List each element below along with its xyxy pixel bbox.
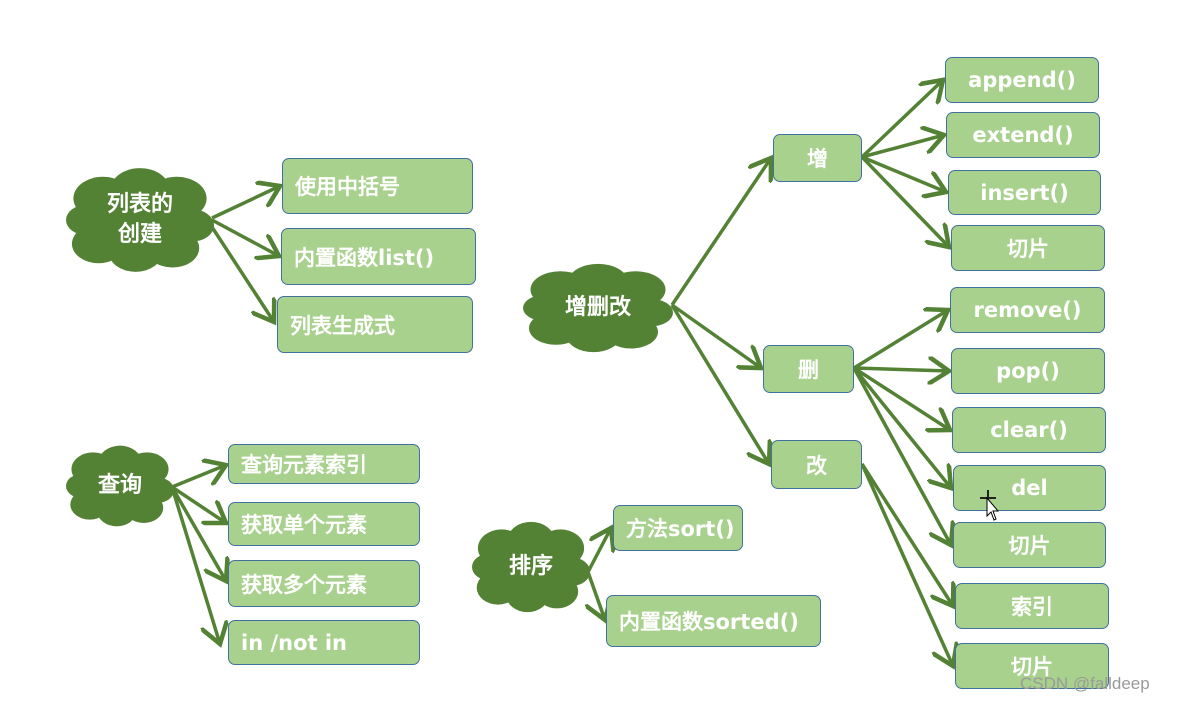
cloud-shape-icon [66,168,214,272]
node-query-2: 获取多个元素 [228,560,420,607]
watermark: CSDN @falldeep [1020,674,1150,693]
node-add-0: append() [945,57,1099,103]
node-change-1: 切片 [955,643,1109,689]
node-del-1: pop() [951,348,1105,394]
cloud-shape-icon [66,445,174,527]
node-creation-1: 内置函数list() [281,228,476,285]
node-sort-1: 内置函数sorted() [606,595,821,647]
cloud-title: 增删改 [564,295,631,320]
node-delete: 删 [763,345,854,393]
cloud-title: 排序 [508,554,553,579]
node-change-0: 索引 [955,583,1109,629]
mouse-cursor-icon [980,490,1000,521]
node-del-3: del [953,465,1106,511]
node-creation-0: 使用中括号 [282,158,473,214]
node-add-1: extend() [946,112,1100,158]
node-query-3: in /not in [228,620,420,665]
node-sort-0: 方法sort() [613,505,743,551]
node-del-4: 切片 [953,522,1106,568]
node-query-1: 获取单个元素 [228,502,420,546]
node-add-3: 切片 [951,225,1105,271]
node-query-0: 查询元素索引 [228,444,420,484]
node-del-2: clear() [952,407,1106,453]
node-add-2: insert() [948,170,1101,215]
cloud-title: 查询 [97,473,142,498]
cloud-sort: 排序 [472,520,590,614]
cloud-title-line2: 创建 [117,222,162,247]
node-creation-2: 列表生成式 [277,296,473,353]
cloud-shape-icon [472,521,590,613]
node-del-0: remove() [950,287,1105,333]
cloud-modify: 增删改 [523,262,673,354]
cloud-title-line1: 列表的 [106,192,173,217]
cloud-list-creation: 列表的创建 [66,166,214,274]
cloud-query: 查询 [66,444,174,528]
cloud-shape-icon [523,263,673,353]
node-change: 改 [771,440,862,489]
node-add: 增 [773,134,862,182]
